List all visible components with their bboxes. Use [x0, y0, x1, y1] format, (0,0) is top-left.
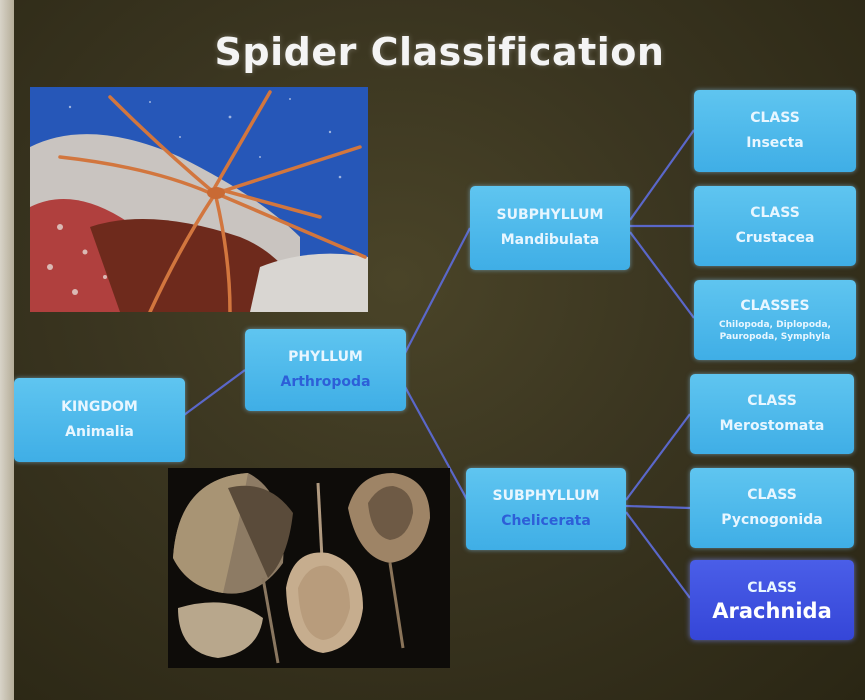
- connector-mandibulata-insecta: [630, 130, 694, 220]
- node-taxon: Insecta: [746, 133, 803, 153]
- node-taxon: Mandibulata: [501, 230, 600, 250]
- node-kingdom: KINGDOM Animalia: [14, 378, 185, 462]
- node-arachnida: CLASS Arachnida: [690, 560, 854, 640]
- node-taxon: Merostomata: [720, 416, 825, 436]
- node-rank: KINGDOM: [61, 398, 138, 416]
- node-pycnogonida: CLASS Pycnogonida: [690, 468, 854, 548]
- node-phylum: PHYLLUM Arthropoda: [245, 329, 406, 411]
- node-rank: SUBPHYLLUM: [493, 487, 600, 505]
- horseshoe-crab-photo: [168, 468, 450, 668]
- node-taxon: Chelicerata: [501, 511, 591, 531]
- node-rank: CLASSES: [740, 297, 809, 315]
- connector-phylum-mandibulata: [404, 228, 470, 355]
- node-insecta: CLASS Insecta: [694, 90, 856, 172]
- node-crustacea: CLASS Crustacea: [694, 186, 856, 266]
- connector-chelicerata-arachnida: [626, 512, 690, 598]
- node-taxon: Arthropoda: [280, 372, 370, 392]
- node-merostomata: CLASS Merostomata: [690, 374, 854, 454]
- connector-chelicerata-pycnogonida: [626, 506, 690, 508]
- node-taxon: Arachnida: [712, 601, 832, 621]
- node-chelicerata: SUBPHYLLUM Chelicerata: [466, 468, 626, 550]
- node-rank: CLASS: [750, 204, 800, 222]
- node-taxon: Animalia: [65, 422, 134, 442]
- node-mandibulata: SUBPHYLLUM Mandibulata: [470, 186, 630, 270]
- node-rank: SUBPHYLLUM: [497, 206, 604, 224]
- node-rank: CLASS: [747, 486, 797, 504]
- node-myriapods: CLASSES Chilopoda, Diplopoda, Pauropoda,…: [694, 280, 856, 360]
- sea-spider-photo: [30, 87, 368, 312]
- connector-mandibulata-myriapods: [630, 232, 694, 318]
- node-rank: CLASS: [747, 392, 797, 410]
- node-rank: PHYLLUM: [288, 348, 363, 366]
- node-rank: CLASS: [747, 579, 797, 597]
- node-taxon: Crustacea: [736, 228, 815, 248]
- node-rank: CLASS: [750, 109, 800, 127]
- connector-chelicerata-merostomata: [626, 414, 690, 500]
- screen-frame-edge: [0, 0, 14, 700]
- slide: Spider Classification: [14, 0, 865, 700]
- connector-kingdom-phylum: [184, 370, 245, 415]
- node-taxon: Chilopoda, Diplopoda, Pauropoda, Symphyl…: [700, 319, 850, 343]
- node-taxon: Pycnogonida: [721, 510, 822, 530]
